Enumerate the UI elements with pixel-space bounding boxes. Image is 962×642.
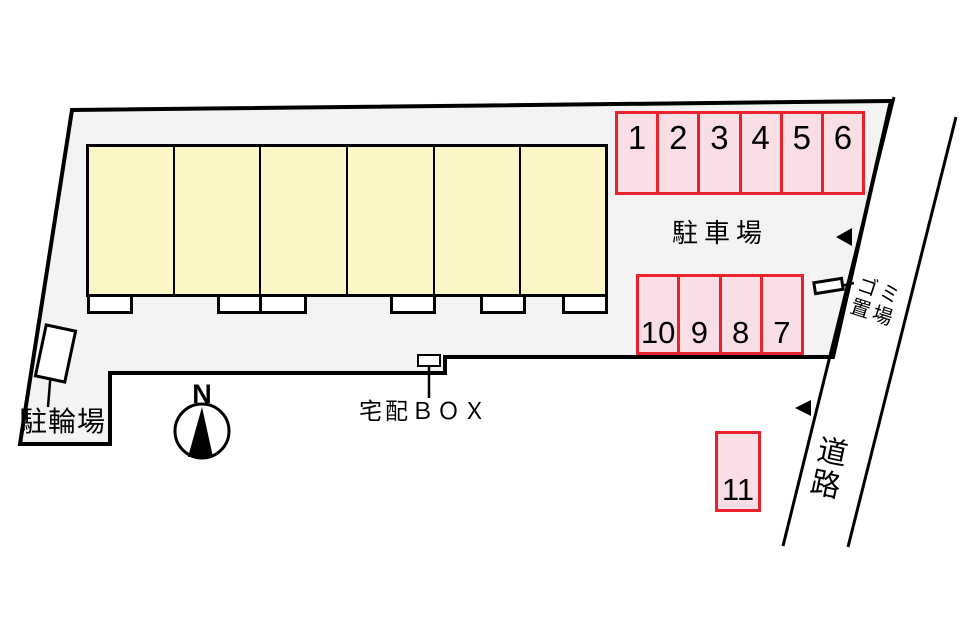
parking-space-1: 1: [627, 119, 647, 156]
parking-space-7: 7: [759, 277, 801, 352]
parking-space-11: 11: [715, 431, 761, 512]
road-right-edge: [846, 116, 958, 548]
parking-space-3: 3: [697, 114, 738, 192]
delivery-box-icon: [417, 354, 441, 367]
parking-row-middle: 10 9 8 7: [636, 274, 804, 355]
building: [86, 144, 608, 297]
unit-divider: [433, 147, 435, 294]
parking-space-10: 10: [640, 315, 676, 350]
parking-space-9: 9: [677, 277, 718, 352]
delivery-box-label: 宅配ＢＯＸ: [359, 398, 489, 424]
parking-space-6: 6: [820, 114, 862, 192]
unit-divider: [173, 147, 175, 294]
unit-divider: [346, 147, 348, 294]
parking-space-5: 5: [779, 114, 821, 192]
parking-space-8: 8: [718, 277, 760, 352]
porch: [390, 294, 436, 314]
porch: [259, 294, 307, 314]
road-left-edge: [781, 96, 896, 547]
porch: [480, 294, 526, 314]
porch: [87, 294, 133, 314]
compass-north-label: N: [192, 379, 212, 409]
unit-divider: [519, 147, 521, 294]
parking-space-4: 4: [738, 114, 780, 192]
entrance-arrow-icon: [836, 228, 852, 246]
parking-area-label: 駐車場: [672, 218, 769, 248]
unit-divider: [259, 147, 261, 294]
porch: [217, 294, 262, 314]
north-compass-icon: [173, 402, 231, 460]
parking-space-2: 2: [656, 114, 697, 192]
porch: [562, 294, 608, 314]
bicycle-parking-label: 駐輪場: [19, 406, 107, 437]
parking-row-top: 1 2 3 4 5 6: [615, 111, 865, 195]
entrance-arrow-icon: [795, 400, 811, 416]
